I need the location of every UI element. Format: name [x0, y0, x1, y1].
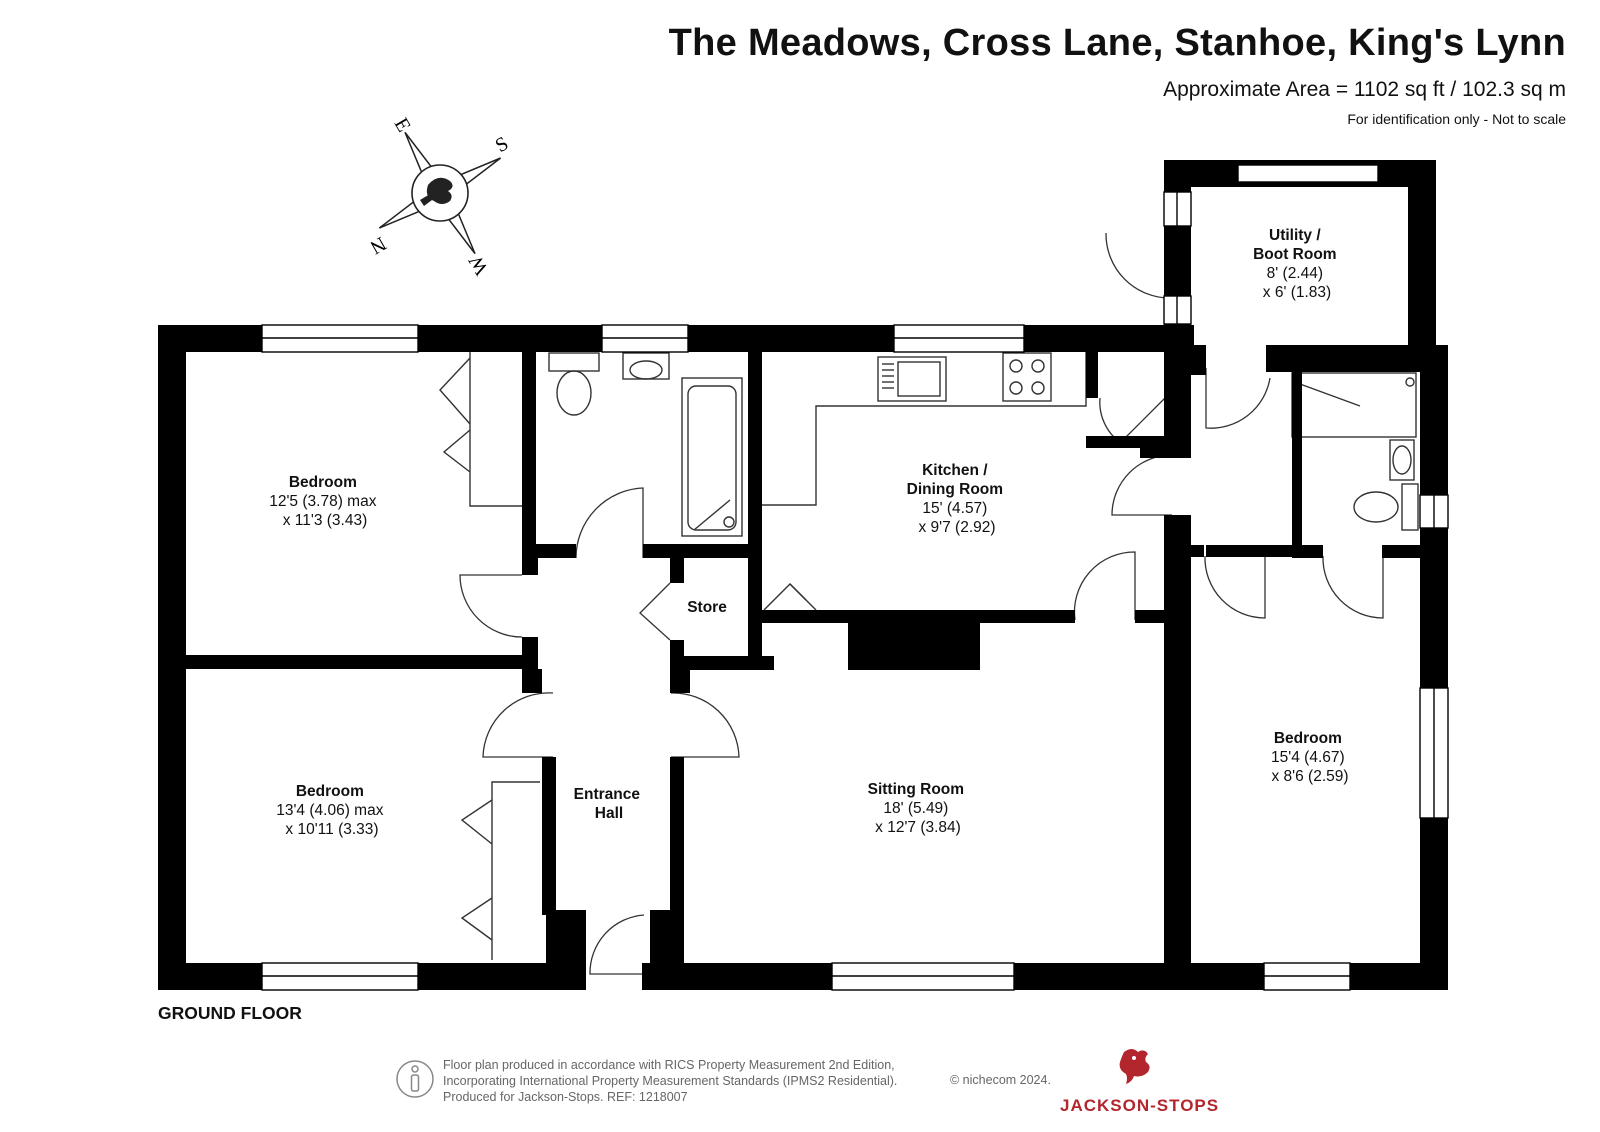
room-bedroom-3: Bedroom 15'4 (4.67) x 8'6 (2.59) — [1271, 730, 1349, 785]
room-entrance-hall: Entrance Hall — [574, 786, 645, 822]
room-kitchen-dining: Kitchen / Dining Room 15' (4.57) x 9'7 (… — [907, 462, 1008, 536]
approximate-area: Approximate Area = 1102 sq ft / 102.3 sq… — [1163, 78, 1566, 101]
room-store: Store — [687, 599, 727, 616]
room-bedroom-1: Bedroom 12'5 (3.78) max x 11'3 (3.43) — [269, 474, 381, 529]
compass-n-label: N — [366, 232, 390, 258]
footer-copyright: © nichecom 2024. — [950, 1073, 1051, 1087]
footer-line-1: Floor plan produced in accordance with R… — [443, 1058, 895, 1072]
room-sitting: Sitting Room 18' (5.49) x 12'7 (3.84) — [868, 781, 969, 836]
footer-line-2: Incorporating International Property Mea… — [443, 1074, 898, 1088]
footer-text: Floor plan produced in accordance with R… — [443, 1057, 897, 1105]
compass-e-label: E — [390, 114, 415, 136]
jackson-stops-logo-icon — [1119, 1049, 1150, 1084]
page-title: The Meadows, Cross Lane, Stanhoe, King's… — [668, 22, 1566, 64]
room-bedroom-2: Bedroom 13'4 (4.06) max x 10'11 (3.33) — [276, 783, 388, 838]
compass-s-label: S — [492, 132, 513, 157]
compass-w-label: W — [465, 251, 494, 278]
door-swings — [459, 232, 1384, 975]
room-utility-boot: Utility / Boot Room 8' (2.44) x 6' (1.83… — [1253, 227, 1341, 301]
brand-name: JACKSON-STOPS — [1060, 1096, 1220, 1115]
footer-line-3: Produced for Jackson-Stops. REF: 1218007 — [443, 1090, 688, 1104]
info-icon — [396, 1060, 434, 1098]
walls — [158, 160, 1448, 990]
windows — [261, 164, 1449, 991]
floor-label: GROUND FLOOR — [158, 1003, 302, 1023]
compass-rose-icon: N E S W — [366, 114, 513, 278]
disclaimer-text: For identification only - Not to scale — [1347, 111, 1566, 127]
